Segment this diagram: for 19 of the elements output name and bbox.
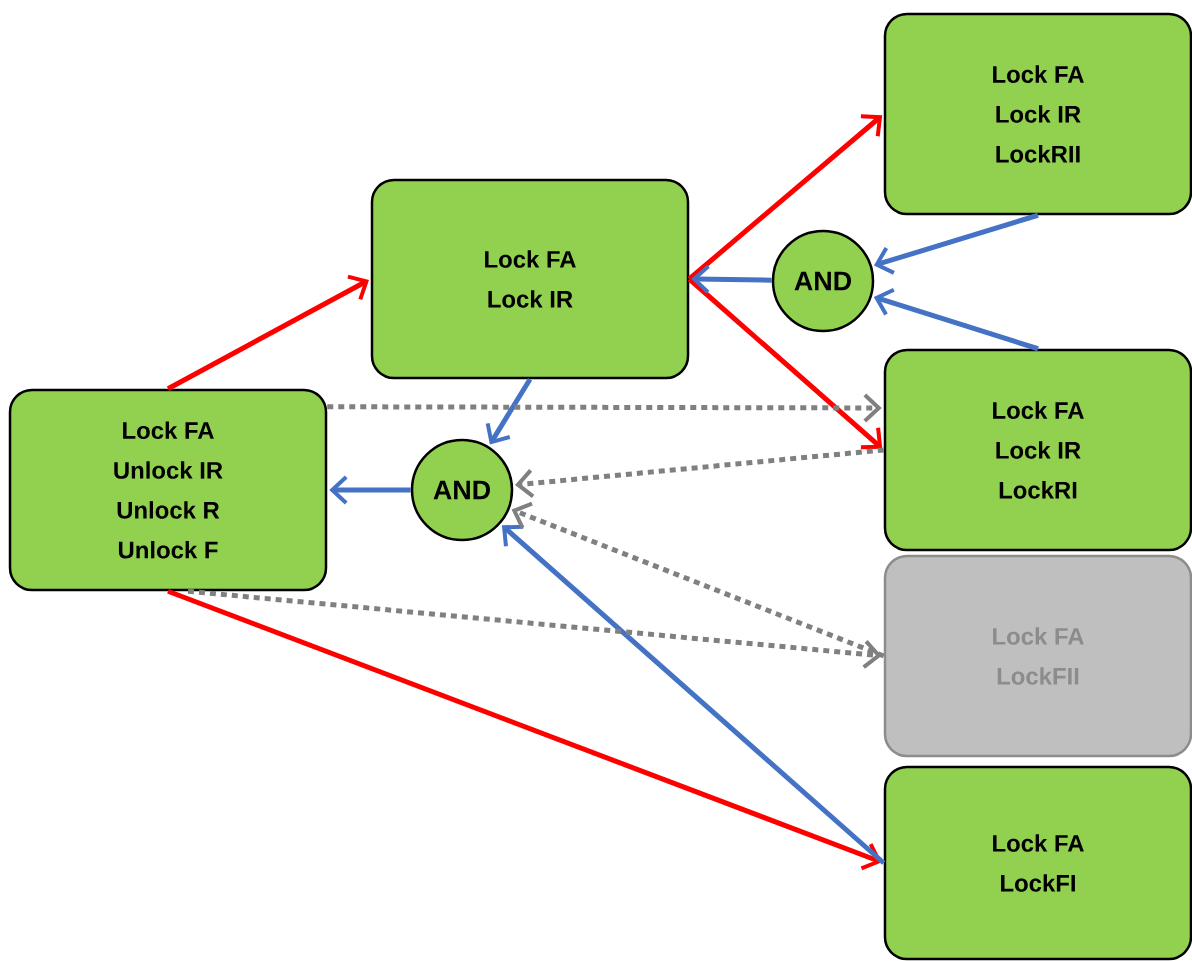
arrow: [511, 501, 885, 659]
arrow: [687, 277, 883, 450]
arrow: [691, 264, 772, 294]
state-box: Lock FA Lock IR: [370, 178, 690, 380]
state-box: Lock FA Lock IR LockRI: [883, 348, 1192, 552]
arrow: [873, 287, 1039, 352]
state-box: Lock FA Unlock IR Unlock R Unlock F: [8, 388, 328, 592]
arrow: [515, 447, 884, 498]
arrow: [329, 475, 411, 505]
state-box: Lock FA LockFI: [883, 765, 1192, 961]
arrow: [167, 588, 882, 871]
arrow: [327, 393, 882, 423]
arrow: [485, 377, 533, 445]
arrow: [687, 114, 883, 281]
arrow: [501, 524, 886, 865]
arrow: [187, 588, 882, 669]
state-box: Lock FA Lock IR LockRII: [883, 12, 1192, 216]
arrow: [166, 274, 369, 391]
arrow: [873, 212, 1039, 275]
